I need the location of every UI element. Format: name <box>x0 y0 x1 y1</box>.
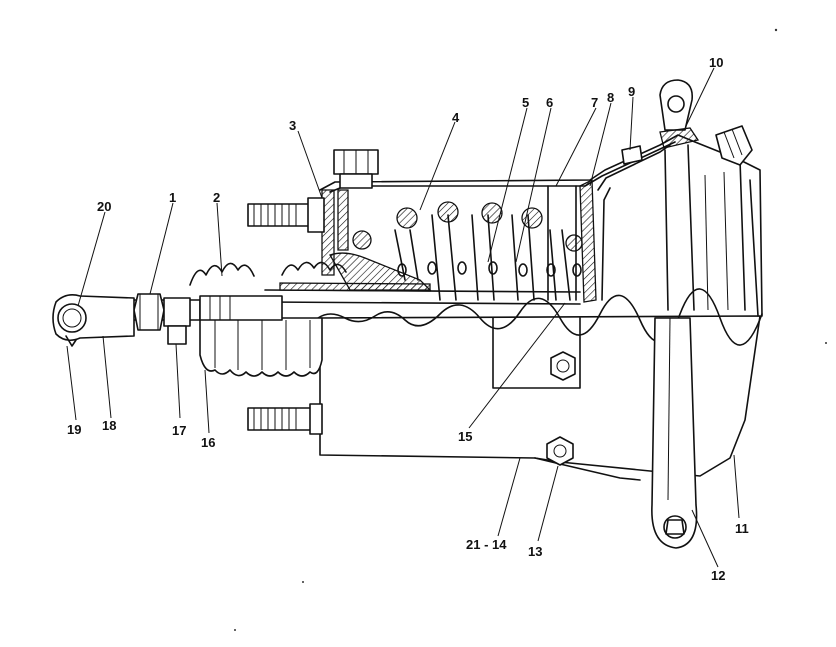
callout-18: 18 <box>102 418 116 433</box>
callout-17: 17 <box>172 423 186 438</box>
callout-5: 5 <box>522 95 529 110</box>
upper-mounting-stud <box>247 197 325 233</box>
clamp-nut <box>546 436 574 466</box>
callout-10: 10 <box>709 55 723 70</box>
callout-8: 8 <box>607 90 614 105</box>
leader-lines <box>66 67 740 568</box>
main-spring <box>394 214 571 301</box>
scan-specks <box>234 28 827 631</box>
callout-labels: 20 1 2 3 4 5 6 7 8 9 10 11 12 13 21 - 14… <box>67 55 749 583</box>
rubber-boot <box>189 261 347 377</box>
port-fitting <box>333 149 379 189</box>
callout-4: 4 <box>452 110 460 125</box>
callout-12: 12 <box>711 568 725 583</box>
callout-15: 15 <box>458 429 472 444</box>
callout-9: 9 <box>628 84 635 99</box>
lower-mounting-stud <box>247 403 323 435</box>
callout-1: 1 <box>169 190 176 205</box>
callout-13: 13 <box>528 544 542 559</box>
callout-16: 16 <box>201 435 215 450</box>
callout-2: 2 <box>213 190 220 205</box>
callout-21-14: 21 - 14 <box>466 537 507 552</box>
lower-housing <box>317 288 763 481</box>
push-rod-tube <box>264 282 581 305</box>
callout-7: 7 <box>591 95 598 110</box>
upper-cutaway <box>319 79 763 317</box>
callout-20: 20 <box>97 199 111 214</box>
clevis <box>52 294 135 347</box>
callout-3: 3 <box>289 118 296 133</box>
callout-6: 6 <box>546 95 553 110</box>
callout-19: 19 <box>67 422 81 437</box>
bracket-nut <box>550 351 576 381</box>
lock-nut <box>133 293 191 345</box>
lever-arm <box>651 317 698 549</box>
callout-11: 11 <box>735 521 749 536</box>
